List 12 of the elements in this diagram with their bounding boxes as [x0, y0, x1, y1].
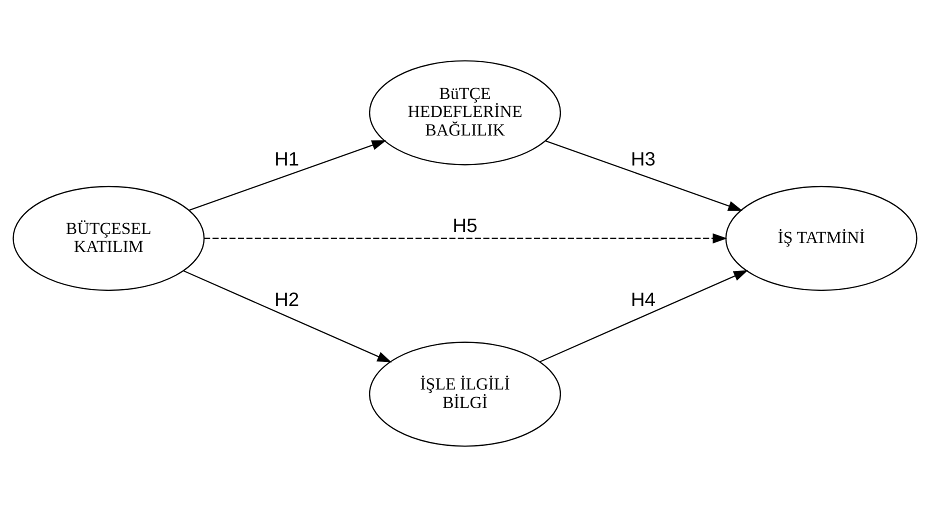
edge-label: H5	[452, 216, 478, 237]
arrow	[540, 270, 748, 362]
arrow	[204, 232, 728, 243]
arrow	[189, 140, 386, 210]
edge-label: H2	[274, 289, 300, 310]
node-ellipse: İŞLE İLGİLİ BİLGİ	[368, 341, 562, 446]
arrow	[545, 140, 743, 210]
edge-label: H3	[630, 149, 656, 170]
node-ellipse: BÜTÇESEL KATILIM	[12, 185, 205, 290]
edge-label: H1	[274, 149, 300, 170]
arrow	[183, 270, 392, 362]
edge-label: H4	[630, 289, 656, 310]
